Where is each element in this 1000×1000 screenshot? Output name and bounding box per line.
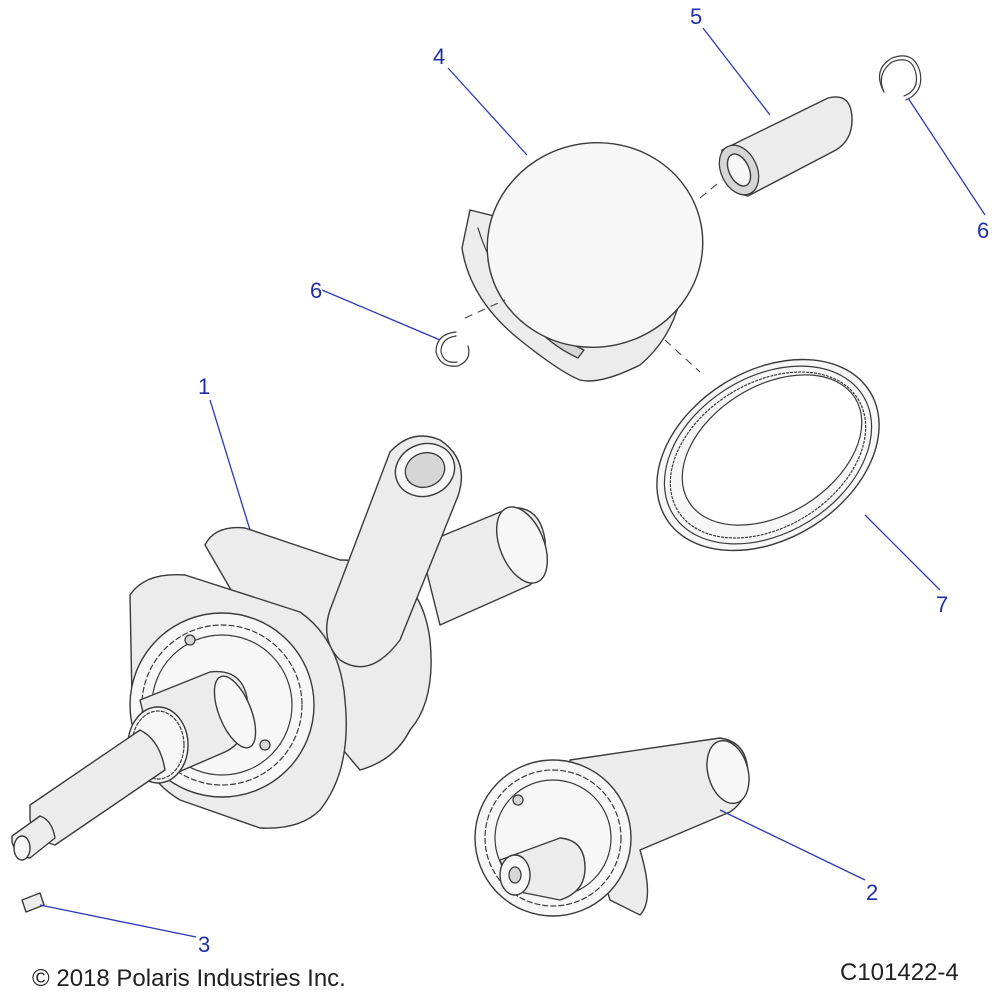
callout-4: 4	[433, 44, 445, 69]
callout-5: 5	[690, 4, 702, 29]
callout-3: 3	[198, 932, 210, 957]
callout-6-right: 6	[977, 218, 989, 243]
crankshaft-assembly	[11, 435, 549, 861]
leader-4	[447, 67, 528, 156]
piston-pin-circlip-left	[435, 331, 470, 367]
leader-2	[719, 809, 866, 881]
woodruff-key	[21, 892, 45, 913]
callout-6-left: 6	[310, 278, 322, 303]
piston-pin	[718, 96, 853, 197]
leader-1	[209, 399, 251, 531]
leader-7	[864, 514, 941, 591]
leader-lines	[39, 27, 986, 938]
leader-6a	[321, 289, 441, 341]
piston	[461, 142, 723, 382]
figure-id: C101422-4	[840, 959, 959, 986]
leader-6b	[907, 97, 986, 216]
callout-2: 2	[866, 880, 878, 905]
callout-7: 7	[936, 592, 948, 617]
piston-ring-set	[656, 358, 880, 552]
callout-1: 1	[198, 374, 210, 399]
piston-pin-circlip-right	[878, 55, 922, 101]
leader-5	[702, 27, 771, 116]
leader-3	[39, 904, 197, 938]
balance-shaft	[474, 737, 750, 917]
copyright-notice: © 2018 Polaris Industries Inc.	[32, 965, 346, 992]
callout-labels: 1 2 3 4 5 6 6 7	[198, 4, 989, 957]
